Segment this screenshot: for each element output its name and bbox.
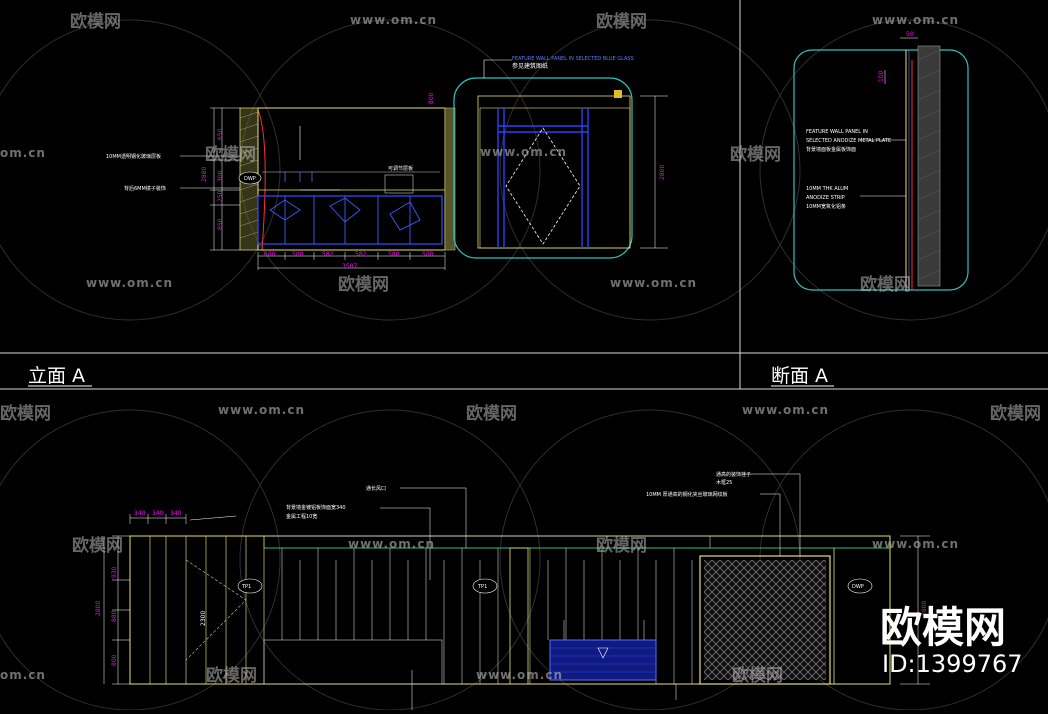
elevation-b-note-vent: 通长风口 (366, 485, 386, 492)
watermark-url-1: www.om.cn (350, 13, 437, 27)
elevation-b-note-panel: 背景墙金镀铝板饰面宽340 (286, 504, 346, 511)
dim-a-4: 582 (355, 251, 367, 258)
elevation-a-tag-dwp: DWP (244, 176, 256, 182)
watermarks: 欧模网 www.om.cn 欧模网 www.om.cn om.cn 欧模网 ww… (0, 11, 1041, 686)
section-a-dim-top: 50 (906, 31, 914, 38)
dim-b-v3: 800 (111, 654, 118, 666)
section-a-note-2b: ANODIZE STRIP (806, 195, 845, 201)
elevation-a-dims: 600 500 582 582 580 500 3507 2880 850 25… (201, 92, 666, 270)
section-a-note-2c: 10MM宽氧化铝条 (806, 203, 846, 210)
watermark-brand-4: 欧模网 (730, 144, 781, 165)
dim-a-v2: 250 (217, 190, 224, 202)
watermark-url-7: www.om.cn (218, 403, 305, 417)
watermark-url-9: www.om.cn (348, 537, 435, 551)
watermark-brand-3: 欧模网 (205, 144, 256, 165)
elevation-a-note-mirror: 背后6MM镜子装饰 (124, 185, 166, 192)
watermark-brand-5: 欧模网 (338, 274, 389, 295)
watermark-url-6: www.om.cn (610, 276, 697, 290)
elevation-b-note-rod: 通高的装饰挂子 (716, 471, 751, 478)
dim-a-3: 582 (322, 251, 334, 258)
watermark-brand-8: 欧模网 (466, 403, 517, 424)
section-a-note-1c: 背景墙面板金属板饰面 (806, 146, 856, 153)
section-a-note-1b: SELECTED ANODIZE METAL PLATE (806, 138, 891, 144)
elevation-b-tag-tp1-a: TP1 (241, 584, 251, 590)
elevation-b-note-glass: 10MM 厚通高的钢化夹丝玻璃网纹板 (646, 491, 728, 498)
dim-a-v3: 300 (217, 170, 224, 182)
watermark-url-12: www.om.cn (476, 668, 563, 682)
dim-a-5: 580 (388, 251, 400, 258)
dim-a-v1: 850 (217, 218, 224, 230)
dim-a-total: 3507 (342, 263, 357, 270)
elevation-a-note-glass: 10MM透明钢化玻璃层板 (106, 153, 161, 160)
dim-a-height: 2880 (201, 167, 208, 182)
dim-b-height: 2800 (95, 601, 102, 616)
elevation-a-title: 立面 A (28, 365, 85, 387)
section-a-note-1: FEATURE WALL PANEL IN (806, 129, 868, 135)
brand-logo-text: 欧模网 (880, 603, 1006, 652)
elevation-b-dims: 340 340 340 2800 930 880 800 2300 2800 (95, 510, 928, 666)
dim-b-v1: 930 (111, 566, 118, 578)
watermark-url-3: om.cn (0, 146, 46, 160)
dim-b-inner: 2300 (200, 611, 207, 626)
elevation-b-note-frame: 金属工程10宽 (286, 513, 317, 520)
watermark-url-2: www.om.cn (872, 13, 959, 27)
watermark-brand-1: 欧模网 (70, 11, 121, 32)
dim-a-2: 500 (292, 251, 304, 258)
watermark-url-5: www.om.cn (86, 276, 173, 290)
dim-b-v2: 880 (111, 610, 118, 622)
dim-a-v4: 650 (217, 128, 224, 140)
dim-a-top: 800 (428, 92, 435, 104)
dim-b-top-1: 340 (134, 510, 146, 517)
elevation-b-tag-tp1-b: TP1 (477, 584, 487, 590)
watermark-brand-13: 欧模网 (732, 665, 783, 686)
watermark-brand-10: 欧模网 (72, 535, 123, 556)
elevation-b-tag-dwp: DWP (852, 584, 864, 590)
section-a-note-2: 10MM THK ALUM (806, 186, 848, 192)
section-a-drawing (793, 37, 969, 291)
watermark-url-10: www.om.cn (872, 537, 959, 551)
watermark-url-11: om.cn (0, 668, 46, 682)
dim-a-6: 500 (422, 251, 434, 258)
watermark-brand-6: 欧模网 (860, 274, 911, 295)
dim-b-top-2: 340 (152, 510, 164, 517)
elevation-b-drawing (103, 473, 930, 710)
watermark-brand-7: 欧模网 (0, 403, 51, 424)
dim-a-detail: 2800 (659, 165, 666, 180)
elevation-a-drawing (180, 59, 668, 270)
watermark-url-4: www.om.cn (480, 145, 567, 159)
dim-a-1: 600 (264, 251, 276, 258)
section-a-dim-side: 100 (878, 70, 885, 82)
elevation-b-note-rod2: 木框25 (716, 479, 732, 486)
watermark-brand-11: 欧模网 (596, 535, 647, 556)
elevation-a-note-blue: FEATURE WALL PANEL IN SELECTED BLUE GLAS… (512, 56, 634, 62)
dim-b-top-3: 340 (170, 510, 182, 517)
elevation-a-note-shelf: 可调节层板 (388, 165, 413, 172)
dim-b-right: 2800 (921, 601, 928, 616)
model-id: ID:1399767 (882, 650, 1023, 678)
watermark-brand-9: 欧模网 (990, 403, 1041, 424)
watermark-brand-2: 欧模网 (596, 11, 647, 32)
watermark-url-8: www.om.cn (742, 403, 829, 417)
section-a-title: 断面 A (771, 365, 828, 387)
elevation-a-note-ref: 参见建筑图纸 (512, 62, 548, 70)
sheet-frame (0, 0, 1048, 390)
watermark-brand-12: 欧模网 (206, 665, 257, 686)
